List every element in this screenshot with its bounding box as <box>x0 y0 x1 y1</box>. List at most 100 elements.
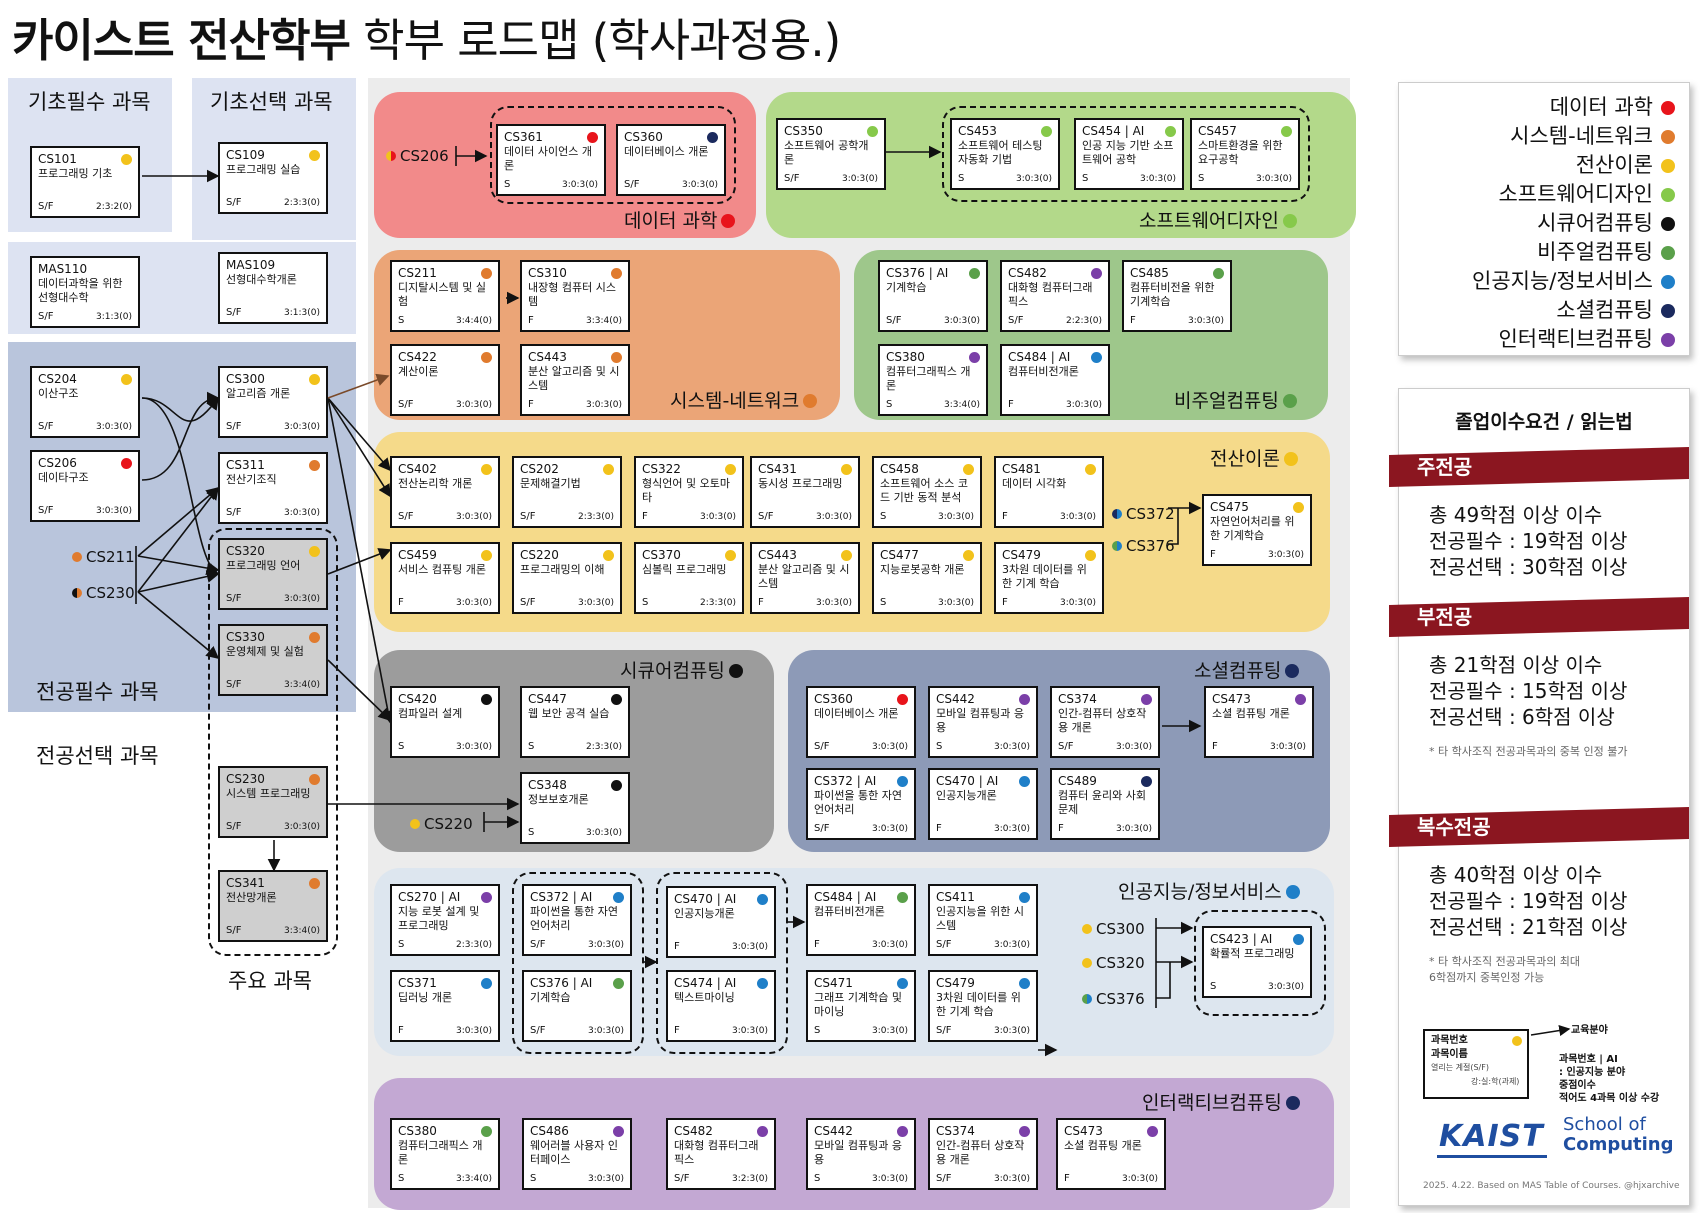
field-dot-icon <box>613 1126 624 1137</box>
course-code: CS482 <box>674 1124 713 1138</box>
course-semester: F <box>1008 398 1014 410</box>
field-dot-icon <box>1019 892 1030 903</box>
course-credits: 3:0:3(0) <box>96 421 132 432</box>
course-credits: 3:0:3(0) <box>588 939 624 950</box>
field-dot-icon <box>1041 126 1052 137</box>
legend-item: 시스템-네트워크 <box>1510 120 1675 150</box>
basic-required-heading: 기초필수 과목 <box>28 90 151 114</box>
course-semester: S <box>936 740 943 752</box>
field-dot-icon <box>1141 694 1152 705</box>
course-name: 컴퓨터 윤리와 사회문제 <box>1058 789 1146 816</box>
course-credits: 3:0:3(0) <box>1122 1173 1158 1184</box>
field-dot-icon <box>757 978 768 989</box>
graduation-requirements: 졸업이수요건 / 읽는법 주전공 총 49학점 이상 이수 전공필수 : 19학… <box>1389 388 1690 1206</box>
legend-item: 소셜컴퓨팅 <box>1556 294 1675 324</box>
course-code: CS350 <box>784 124 823 138</box>
prereq-cs206: CS206 <box>386 147 449 165</box>
course-name: 딥러닝 개론 <box>398 991 453 1004</box>
course-code: CS431 <box>758 462 797 476</box>
field-dot-icon <box>1019 776 1030 787</box>
course-semester: F <box>1064 1172 1070 1184</box>
legend-dot-icon <box>1661 333 1675 347</box>
course-code: CS475 <box>1210 500 1249 514</box>
legend-item: 시큐어컴퓨팅 <box>1537 207 1675 237</box>
field-dot-icon <box>481 464 492 475</box>
course-semester: S/F <box>936 1172 952 1184</box>
field-dot-icon <box>481 1126 492 1137</box>
course-credits: 3:0:3(0) <box>1188 315 1224 326</box>
field-dot-icon <box>1512 1036 1522 1046</box>
course-name: 인간-컴퓨터 상호작용 개론 <box>936 1139 1025 1166</box>
course-code: CS423 | AI <box>1210 932 1273 946</box>
course-name: 내장형 컴퓨터 시스템 <box>528 281 616 308</box>
